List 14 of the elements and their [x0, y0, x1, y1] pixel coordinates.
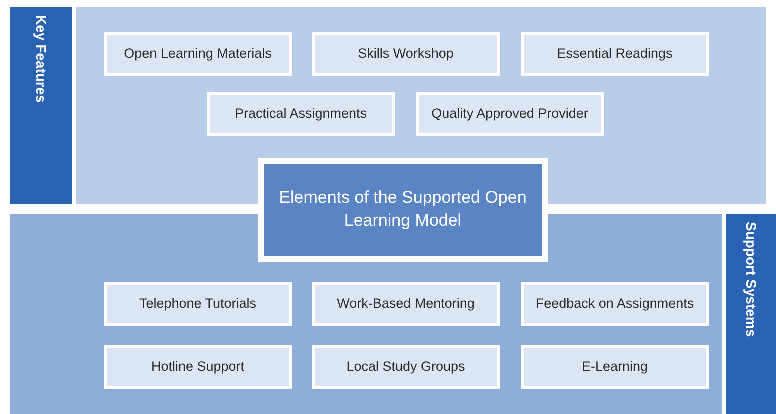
feature-box: Essential Readings: [521, 32, 709, 76]
support-box: Local Study Groups: [312, 345, 500, 389]
support-box: E-Learning: [521, 345, 709, 389]
feature-box: Quality Approved Provider: [416, 92, 604, 136]
support-box: Feedback on Assignments: [521, 282, 709, 326]
feature-box: Skills Workshop: [312, 32, 500, 76]
section-tab: Support Systems: [726, 214, 776, 414]
section-tab: Key Features: [10, 7, 72, 204]
feature-box: Open Learning Materials: [104, 32, 292, 76]
feature-box: Practical Assignments: [207, 92, 395, 136]
support-box: Work-Based Mentoring: [312, 282, 500, 326]
support-box: Hotline Support: [104, 345, 292, 389]
support-box: Telephone Tutorials: [104, 282, 292, 326]
central-box: Elements of the Supported Open Learning Model: [258, 158, 548, 262]
